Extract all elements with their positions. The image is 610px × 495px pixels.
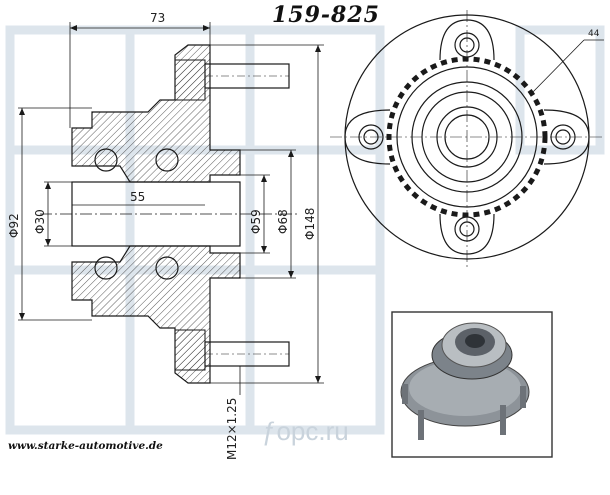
dim-abs-teeth: 44 xyxy=(588,29,600,39)
wheel-stud-lower xyxy=(174,329,290,371)
dim-flange-diameter: Φ148 xyxy=(303,208,317,240)
dim-stud-thread: M12×1.25 xyxy=(225,398,239,460)
bearing-ball xyxy=(155,256,179,280)
bearing-ball xyxy=(94,148,118,172)
dim-hub-diameter: Φ68 xyxy=(276,209,290,234)
dim-bore-diameter: Φ30 xyxy=(33,209,47,234)
flange-lobe-right xyxy=(543,109,590,165)
product-photo xyxy=(391,311,553,458)
website-link[interactable]: www.starke-automotive.de xyxy=(8,440,163,452)
dim-outer-diameter: Φ92 xyxy=(7,213,21,238)
dim-pilot-diameter: Φ59 xyxy=(249,209,263,234)
dimension-lines xyxy=(18,22,324,395)
dimension-arrows xyxy=(19,25,321,383)
dim-bearing-width: 55 xyxy=(130,190,145,204)
part-number: 159-825 xyxy=(272,2,380,28)
front-view xyxy=(330,10,604,268)
dim-overall-width: 73 xyxy=(150,11,165,25)
bearing-ball xyxy=(94,256,118,280)
bearing-ball xyxy=(155,148,179,172)
wheel-stud-upper xyxy=(174,59,290,101)
watermark: ƒopc.ru xyxy=(262,416,349,446)
cross-section-view xyxy=(40,44,300,384)
